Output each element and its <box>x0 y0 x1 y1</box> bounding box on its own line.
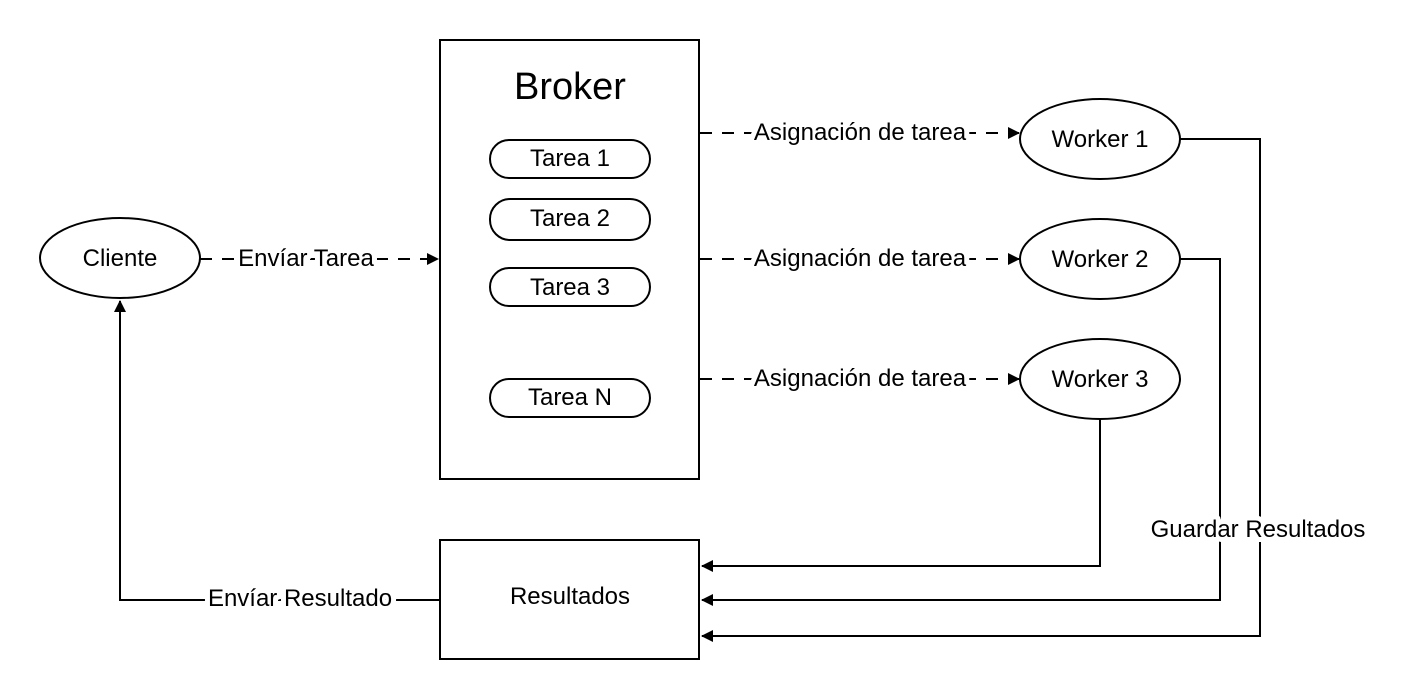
edge-save-results-1 <box>701 138 1261 642</box>
edge-label-save-results: Guardar Resultados <box>1151 516 1366 543</box>
edge-send-task: Envíar Tarea <box>200 240 439 277</box>
client-node: Cliente <box>39 217 201 299</box>
results-node: Resultados <box>439 539 700 660</box>
edge-send-result: Envíar Resultado <box>114 300 440 617</box>
task-label: Tarea 3 <box>530 274 610 301</box>
worker-label: Worker 3 <box>1052 366 1149 393</box>
edge-assign-task-2: Asignación de tarea <box>700 240 1020 277</box>
worker-label: Worker 2 <box>1052 246 1149 273</box>
broker-node: Broker Tarea 1 Tarea 2 Tarea 3 Tarea N <box>439 39 700 480</box>
worker-node: Worker 1 <box>1019 98 1181 180</box>
task-item: Tarea 3 <box>489 267 651 307</box>
edge-label-send-result: Envíar Resultado <box>208 585 392 612</box>
edge-assign-task-3: Asignación de tarea <box>700 360 1020 397</box>
edge-assign-task-1: Asignación de tarea <box>700 114 1020 151</box>
edge-save-results-2 <box>701 258 1221 606</box>
task-label: Tarea 2 <box>530 205 610 232</box>
edge-label-send-task: Envíar Tarea <box>238 245 374 272</box>
broker-title: Broker <box>514 66 626 108</box>
task-item: Tarea N <box>489 378 651 418</box>
task-item: Tarea 2 <box>489 198 651 241</box>
worker-label: Worker 1 <box>1052 126 1149 153</box>
edge-save-results-3 <box>701 419 1101 572</box>
edge-label-assign-task: Asignación de tarea <box>754 119 967 146</box>
task-label: Tarea 1 <box>530 145 610 172</box>
edge-label-assign-task: Asignación de tarea <box>754 365 967 392</box>
worker-node: Worker 3 <box>1019 338 1181 420</box>
results-label: Resultados <box>510 583 630 610</box>
task-item: Tarea 1 <box>489 139 651 179</box>
client-label: Cliente <box>83 245 158 272</box>
edge-label-assign-task: Asignación de tarea <box>754 245 967 272</box>
worker-node: Worker 2 <box>1019 218 1181 300</box>
task-label: Tarea N <box>528 384 612 411</box>
